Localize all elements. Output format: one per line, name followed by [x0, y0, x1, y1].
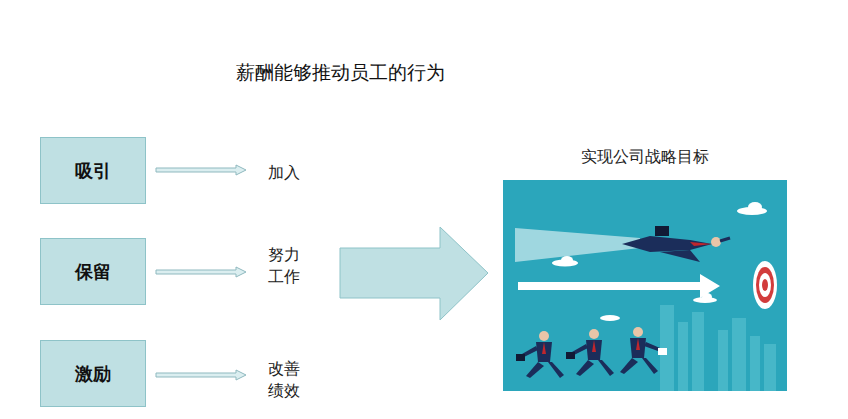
goal-heading: 实现公司战略目标 — [581, 146, 709, 168]
result-label: 加入 — [268, 162, 300, 184]
big-arrow — [340, 227, 488, 320]
small-arrow — [156, 267, 246, 277]
category-box: 吸引 — [40, 137, 146, 204]
result-label: 改善 绩效 — [268, 358, 305, 402]
diagram-title: 薪酬能够推动员工的行为 — [236, 60, 445, 86]
category-box: 激励 — [40, 340, 146, 407]
box-text: 吸引 — [75, 159, 111, 183]
strategy-picture — [503, 180, 787, 391]
box-text: 保留 — [75, 260, 111, 284]
small-arrow — [156, 165, 246, 175]
category-box: 保留 — [40, 238, 146, 305]
result-label: 努力 工作 — [268, 244, 305, 288]
small-arrow — [156, 370, 246, 380]
box-text: 激励 — [75, 362, 111, 386]
